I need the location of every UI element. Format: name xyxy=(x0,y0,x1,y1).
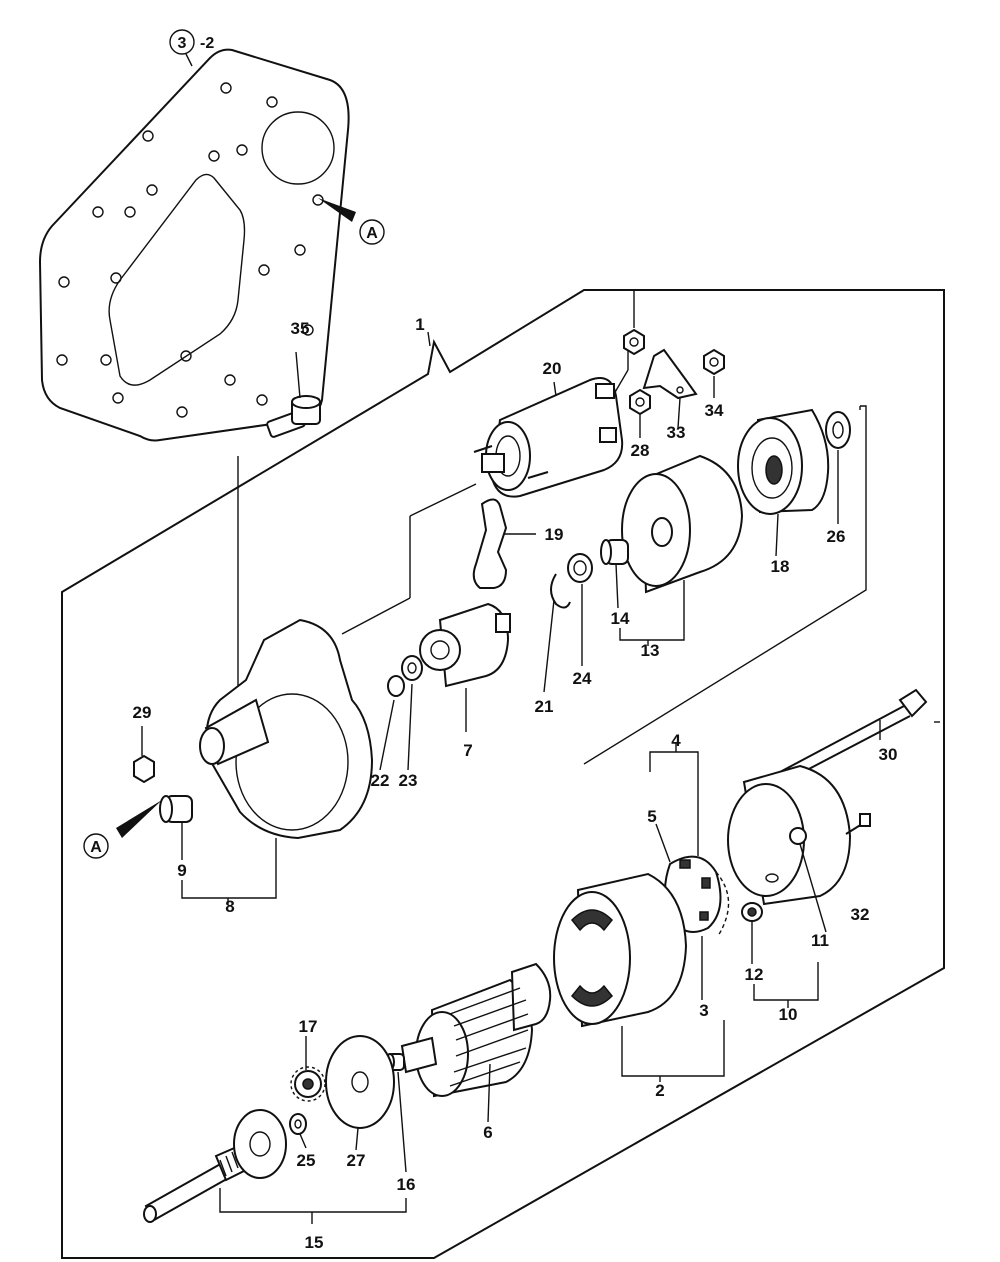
part-label-7: 7 xyxy=(463,741,472,760)
bush-14 xyxy=(600,539,629,565)
pinion-7 xyxy=(419,602,511,732)
reference-marker-lower-label: A xyxy=(90,839,102,856)
ring-22 xyxy=(387,675,405,697)
bracket-33 xyxy=(642,348,698,400)
part-label-3: 3 xyxy=(699,1001,708,1020)
part-label-1: 1 xyxy=(415,315,424,334)
part-label-5: 5 xyxy=(647,807,656,826)
part-label-12: 12 xyxy=(745,965,764,984)
spring-23 xyxy=(401,655,423,681)
part-label-18: 18 xyxy=(771,557,790,576)
mounting-plate xyxy=(38,48,350,442)
snap-ring-21 xyxy=(550,573,571,609)
nut-29 xyxy=(133,754,155,784)
part-label-16: 16 xyxy=(397,1175,416,1194)
washer-25 xyxy=(289,1113,307,1135)
part-label-35: 35 xyxy=(291,319,310,338)
part-label-33: 33 xyxy=(667,423,686,442)
callout-bubble-suffix: -2 xyxy=(200,35,214,52)
part-label-11: 11 xyxy=(811,931,829,950)
lever-19 xyxy=(472,498,536,589)
front-housing-8 xyxy=(199,483,477,840)
reference-marker-upper: A xyxy=(318,198,385,245)
part-label-30: 30 xyxy=(879,745,898,764)
shaft-15 xyxy=(143,1109,287,1223)
part-label-15: 15 xyxy=(305,1233,324,1252)
part-label-9: 9 xyxy=(177,861,186,880)
part-label-21: 21 xyxy=(535,697,554,716)
rear-cover-10 xyxy=(727,764,852,906)
part-label-13: 13 xyxy=(641,641,660,660)
part-label-28: 28 xyxy=(631,441,650,460)
part-label-10: 10 xyxy=(779,1005,798,1024)
part-label-26: 26 xyxy=(827,527,846,546)
part-label-14: 14 xyxy=(611,609,630,628)
callout-bubble-number: 3 xyxy=(178,35,187,52)
part-label-25: 25 xyxy=(297,1151,316,1170)
part-label-34: 34 xyxy=(705,401,724,420)
part-label-29: 29 xyxy=(133,703,152,722)
washer-26 xyxy=(825,411,851,449)
gear-17 xyxy=(290,1066,326,1102)
part-label-24: 24 xyxy=(573,669,592,688)
nut-28 xyxy=(629,388,651,416)
part-label-8: 8 xyxy=(225,897,234,916)
part-label-6: 6 xyxy=(483,1123,492,1142)
washer-24 xyxy=(567,553,593,583)
nut-top xyxy=(623,290,645,356)
grommet-12 xyxy=(741,902,763,922)
nut-34 xyxy=(703,348,725,376)
part-label-19: 19 xyxy=(545,525,564,544)
callout-bubble-3-2: 3 -2 xyxy=(169,29,214,67)
part-label-17: 17 xyxy=(299,1017,318,1036)
part-label-23: 23 xyxy=(399,771,418,790)
part-label-22: 22 xyxy=(371,771,390,790)
yoke-3 xyxy=(553,872,688,1028)
part-number-labels: 1 2 3 4 5 6 7 8 9 10 11 12 13 14 15 16 1… xyxy=(133,315,898,1252)
reference-marker-lower: A xyxy=(83,800,162,859)
leader-lines xyxy=(141,331,940,1224)
part-label-2: 2 xyxy=(655,1081,664,1100)
part-label-32: 32 xyxy=(851,905,870,924)
bearing-18 xyxy=(737,408,830,515)
housing-13 xyxy=(621,454,744,594)
reference-marker-upper-label: A xyxy=(366,225,378,242)
assembly-frame xyxy=(61,289,945,1259)
part-label-4: 4 xyxy=(671,731,681,750)
screw-32 xyxy=(845,813,871,835)
bush-9 xyxy=(159,795,193,823)
part-label-27: 27 xyxy=(347,1151,366,1170)
plate-27 xyxy=(325,1035,395,1129)
armature-6 xyxy=(400,962,552,1098)
part-label-20: 20 xyxy=(543,359,562,378)
solenoid-20 xyxy=(473,346,629,498)
